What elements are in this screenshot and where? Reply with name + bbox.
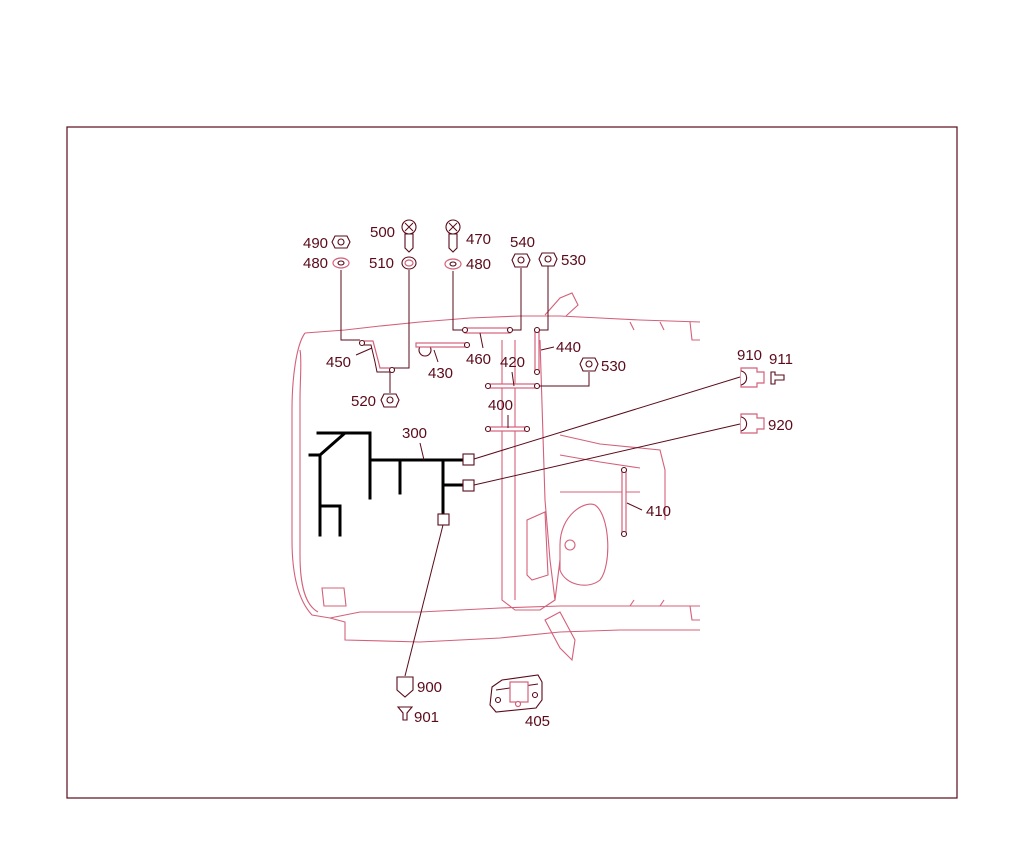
rod-410 bbox=[620, 466, 628, 538]
label-460: 460 bbox=[466, 351, 491, 368]
label-480-left: 480 bbox=[303, 255, 328, 272]
label-520: 520 bbox=[351, 393, 376, 410]
nut-520 bbox=[380, 393, 400, 408]
nut-540 bbox=[511, 253, 531, 268]
label-leaders bbox=[355, 332, 643, 511]
rod-460 bbox=[461, 326, 514, 334]
clip-430 bbox=[415, 341, 471, 357]
washer-480-right bbox=[444, 258, 462, 270]
washer-480-left bbox=[332, 257, 350, 269]
label-405: 405 bbox=[525, 713, 550, 730]
label-911: 911 bbox=[769, 351, 793, 368]
label-480-right: 480 bbox=[466, 256, 491, 273]
label-400: 400 bbox=[488, 397, 513, 414]
label-901: 901 bbox=[414, 709, 439, 726]
label-470: 470 bbox=[466, 231, 491, 248]
terminal-911 bbox=[770, 371, 785, 385]
label-500: 500 bbox=[370, 224, 395, 241]
rod-450 bbox=[358, 339, 396, 374]
label-910: 910 bbox=[737, 347, 762, 364]
connector-900 bbox=[396, 676, 414, 698]
label-530-top: 530 bbox=[561, 252, 586, 269]
hardware-490 bbox=[331, 235, 351, 249]
label-530-mid: 530 bbox=[601, 358, 626, 375]
harness-300 bbox=[308, 431, 475, 537]
terminal-901 bbox=[396, 706, 414, 721]
label-420: 420 bbox=[500, 354, 525, 371]
label-440: 440 bbox=[556, 339, 581, 356]
harness-connector-upper bbox=[462, 453, 475, 466]
vehicle-body-outline bbox=[291, 292, 701, 662]
screw-470 bbox=[445, 219, 461, 253]
nut-530-top bbox=[538, 252, 558, 267]
rod-420 bbox=[484, 382, 541, 390]
diagram-frame bbox=[66, 126, 958, 799]
connector-910 bbox=[740, 367, 765, 388]
label-920: 920 bbox=[768, 417, 793, 434]
connector-leaders bbox=[404, 376, 741, 677]
part-labels: 300 400 405 410 420 430 440 450 460 470 … bbox=[303, 224, 793, 730]
nut-530-mid bbox=[579, 357, 599, 372]
harness-connector-lower bbox=[437, 513, 450, 526]
screw-500 bbox=[401, 219, 417, 253]
connector-920 bbox=[740, 413, 765, 434]
module-405 bbox=[489, 674, 543, 713]
label-430: 430 bbox=[428, 365, 453, 382]
label-490: 490 bbox=[303, 235, 328, 252]
rod-440 bbox=[533, 326, 541, 376]
label-300: 300 bbox=[402, 425, 427, 442]
label-540: 540 bbox=[510, 234, 535, 251]
label-510: 510 bbox=[369, 255, 394, 272]
label-900: 900 bbox=[417, 679, 442, 696]
washer-510 bbox=[401, 256, 417, 270]
harness-connector-middle bbox=[462, 479, 475, 492]
label-450: 450 bbox=[326, 354, 351, 371]
hardware-leaders bbox=[340, 266, 590, 393]
label-410: 410 bbox=[646, 503, 671, 520]
